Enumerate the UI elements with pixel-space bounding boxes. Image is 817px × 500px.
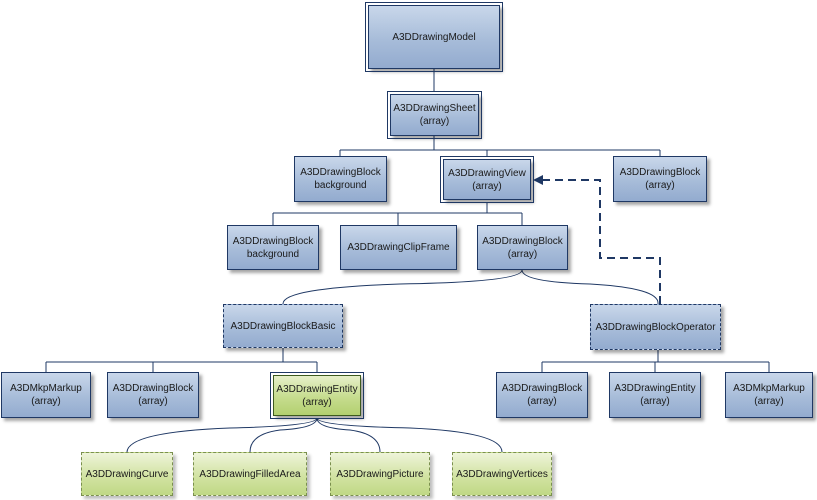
reference-arrowhead [533, 175, 543, 185]
node-basic-block-array: A3DDrawingBlock (array) [107, 372, 199, 418]
node-block-basic: A3DDrawingBlockBasic [223, 304, 343, 348]
edge-basic-children [45, 348, 318, 372]
node-basic-entity-array: A3DDrawingEntity (array) [270, 372, 364, 419]
node-view-block-array: A3DDrawingBlock (array) [477, 225, 568, 270]
node-op-mkp-markup: A3DMkpMarkup (array) [725, 372, 813, 418]
edge-view-children [272, 202, 523, 225]
edge-entity-vertices [316, 417, 503, 453]
node-drawing-filled-area: A3DDrawingFilledArea [193, 452, 307, 496]
node-op-entity-array: A3DDrawingEntity (array) [609, 372, 701, 418]
reference-arrow [542, 179, 661, 304]
edge-entity-filled [249, 417, 318, 453]
node-drawing-model: A3DDrawingModel [365, 2, 503, 72]
edge-block-basic [282, 269, 523, 305]
node-drawing-view: A3DDrawingView (array) [440, 156, 534, 203]
node-view-block-background: A3DDrawingBlock background [227, 225, 319, 270]
node-clip-frame: A3DDrawingClipFrame [340, 225, 457, 270]
edge-operator-children [541, 350, 770, 372]
node-sheet-block-array: A3DDrawingBlock (array) [613, 156, 707, 202]
node-drawing-vertices: A3DDrawingVertices [452, 452, 552, 496]
node-drawing-picture: A3DDrawingPicture [330, 452, 430, 496]
edge-entity-curve [126, 417, 318, 453]
node-drawing-sheet: A3DDrawingSheet (array) [387, 91, 482, 139]
edge-block-operator [521, 269, 659, 305]
node-sheet-block-background: A3DDrawingBlock background [294, 156, 387, 202]
node-op-block-array: A3DDrawingBlock (array) [496, 372, 588, 418]
node-block-operator: A3DDrawingBlockOperator [590, 304, 721, 350]
edge-entity-picture [316, 417, 381, 453]
node-basic-mkp-markup: A3DMkpMarkup (array) [1, 372, 91, 418]
node-drawing-curve: A3DDrawingCurve [81, 452, 173, 496]
edge-sheet-children [339, 136, 661, 156]
